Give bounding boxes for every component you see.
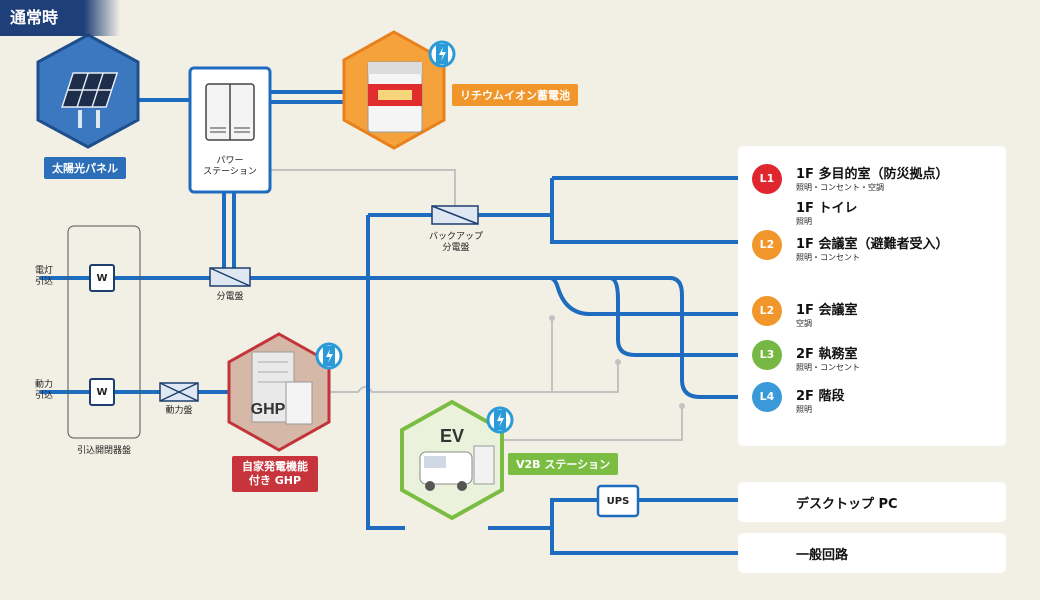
lighting-intake-line1: 電灯: [34, 266, 53, 276]
solar-panel-icon: [36, 33, 140, 149]
v2b-label: V2B ステーション: [508, 453, 619, 475]
load-sub: 照明: [796, 405, 812, 414]
meter-icon-lighting: [89, 264, 115, 292]
motor-panel-icon: [159, 382, 199, 402]
blue-lines: [40, 90, 740, 555]
meter-label-lighting: W: [96, 273, 108, 284]
battery-label: リチウムイオン蓄電池: [452, 84, 578, 106]
ghp-charge-icon: [315, 342, 343, 370]
meter-icon-power: [89, 378, 115, 406]
ghp-icon: GHP: [227, 332, 331, 452]
meter-label-power: W: [96, 387, 108, 398]
desktop-pc-panel: デスクトップ PC: [738, 482, 1006, 522]
lighting-intake-line2: 引込: [34, 277, 53, 287]
backup-panel-icon: [431, 205, 479, 225]
load-sub: 照明・コンセント・空調: [796, 183, 884, 192]
main-panel-icon: [209, 267, 251, 287]
ghp-label-line2: 付き GHP: [248, 474, 302, 487]
ev-charge-icon: [486, 406, 514, 434]
grey-lines: [270, 169, 683, 441]
ghp-label: 自家発電機能 付き GHP: [232, 456, 318, 492]
backup-panel-label-line1: バックアップ: [428, 232, 483, 242]
load-title: 2F 階段: [796, 389, 845, 404]
load-sub: 照明・コンセント: [796, 363, 860, 372]
load-badge-l2: L2: [752, 296, 782, 326]
power-intake-line1: 動力: [34, 380, 53, 390]
mode-tag: 通常時: [0, 0, 120, 36]
load-sub: 照明: [796, 217, 812, 226]
load-badge-l1: L1: [752, 164, 782, 194]
load-badge-l4: L4: [752, 382, 782, 412]
intake-panel-label: 引込開閉器盤: [76, 446, 131, 456]
power-intake-line2: 引込: [34, 391, 53, 401]
load-sub: 照明・コンセント: [796, 253, 860, 262]
ups-box: [596, 484, 640, 518]
battery-charge-icon: [428, 40, 456, 68]
ghp-label-line1: 自家発電機能: [242, 460, 308, 473]
intake-panel-box: [67, 225, 141, 439]
power-station-icon: [188, 66, 272, 194]
load-title: 1F 会議室（避難者受入）: [796, 237, 949, 252]
load-title: 1F トイレ: [796, 201, 858, 216]
general-circuit-panel: 一般回路: [738, 533, 1006, 573]
ups-label: UPS: [606, 496, 630, 507]
power-station-label-line2: ステーション: [203, 167, 257, 177]
load-badge-l3: L3: [752, 340, 782, 370]
power-intake-label: 動力 引込: [26, 380, 62, 402]
main-panel-label: 分電盤: [216, 292, 244, 302]
ghp-icon-text: GHP: [251, 401, 286, 418]
load-sub: 空調: [796, 319, 812, 328]
battery-icon: [342, 30, 446, 150]
load-title: 1F 多目的室（防災拠点）: [796, 167, 949, 182]
load-title: 1F 会議室: [796, 303, 858, 318]
motor-panel-label: 動力盤: [165, 406, 193, 416]
solar-label: 太陽光パネル: [44, 157, 126, 179]
load-title: 2F 執務室: [796, 347, 858, 362]
ev-icon-text: EV: [440, 426, 464, 446]
power-station-label: パワー ステーション: [196, 156, 264, 178]
ev-icon: EV: [400, 399, 504, 521]
load-badge-l2: L2: [752, 230, 782, 260]
backup-panel-label: バックアップ 分電盤: [420, 232, 492, 254]
load-panel: L1 1F 多目的室（防災拠点） 照明・コンセント・空調 1F トイレ 照明 L…: [738, 146, 1006, 446]
general-circuit-label: 一般回路: [796, 548, 849, 563]
lighting-intake-label: 電灯 引込: [26, 266, 62, 288]
desktop-pc-label: デスクトップ PC: [796, 497, 898, 512]
backup-panel-label-line2: 分電盤: [442, 243, 470, 253]
power-station-label-line1: パワー: [216, 156, 244, 166]
